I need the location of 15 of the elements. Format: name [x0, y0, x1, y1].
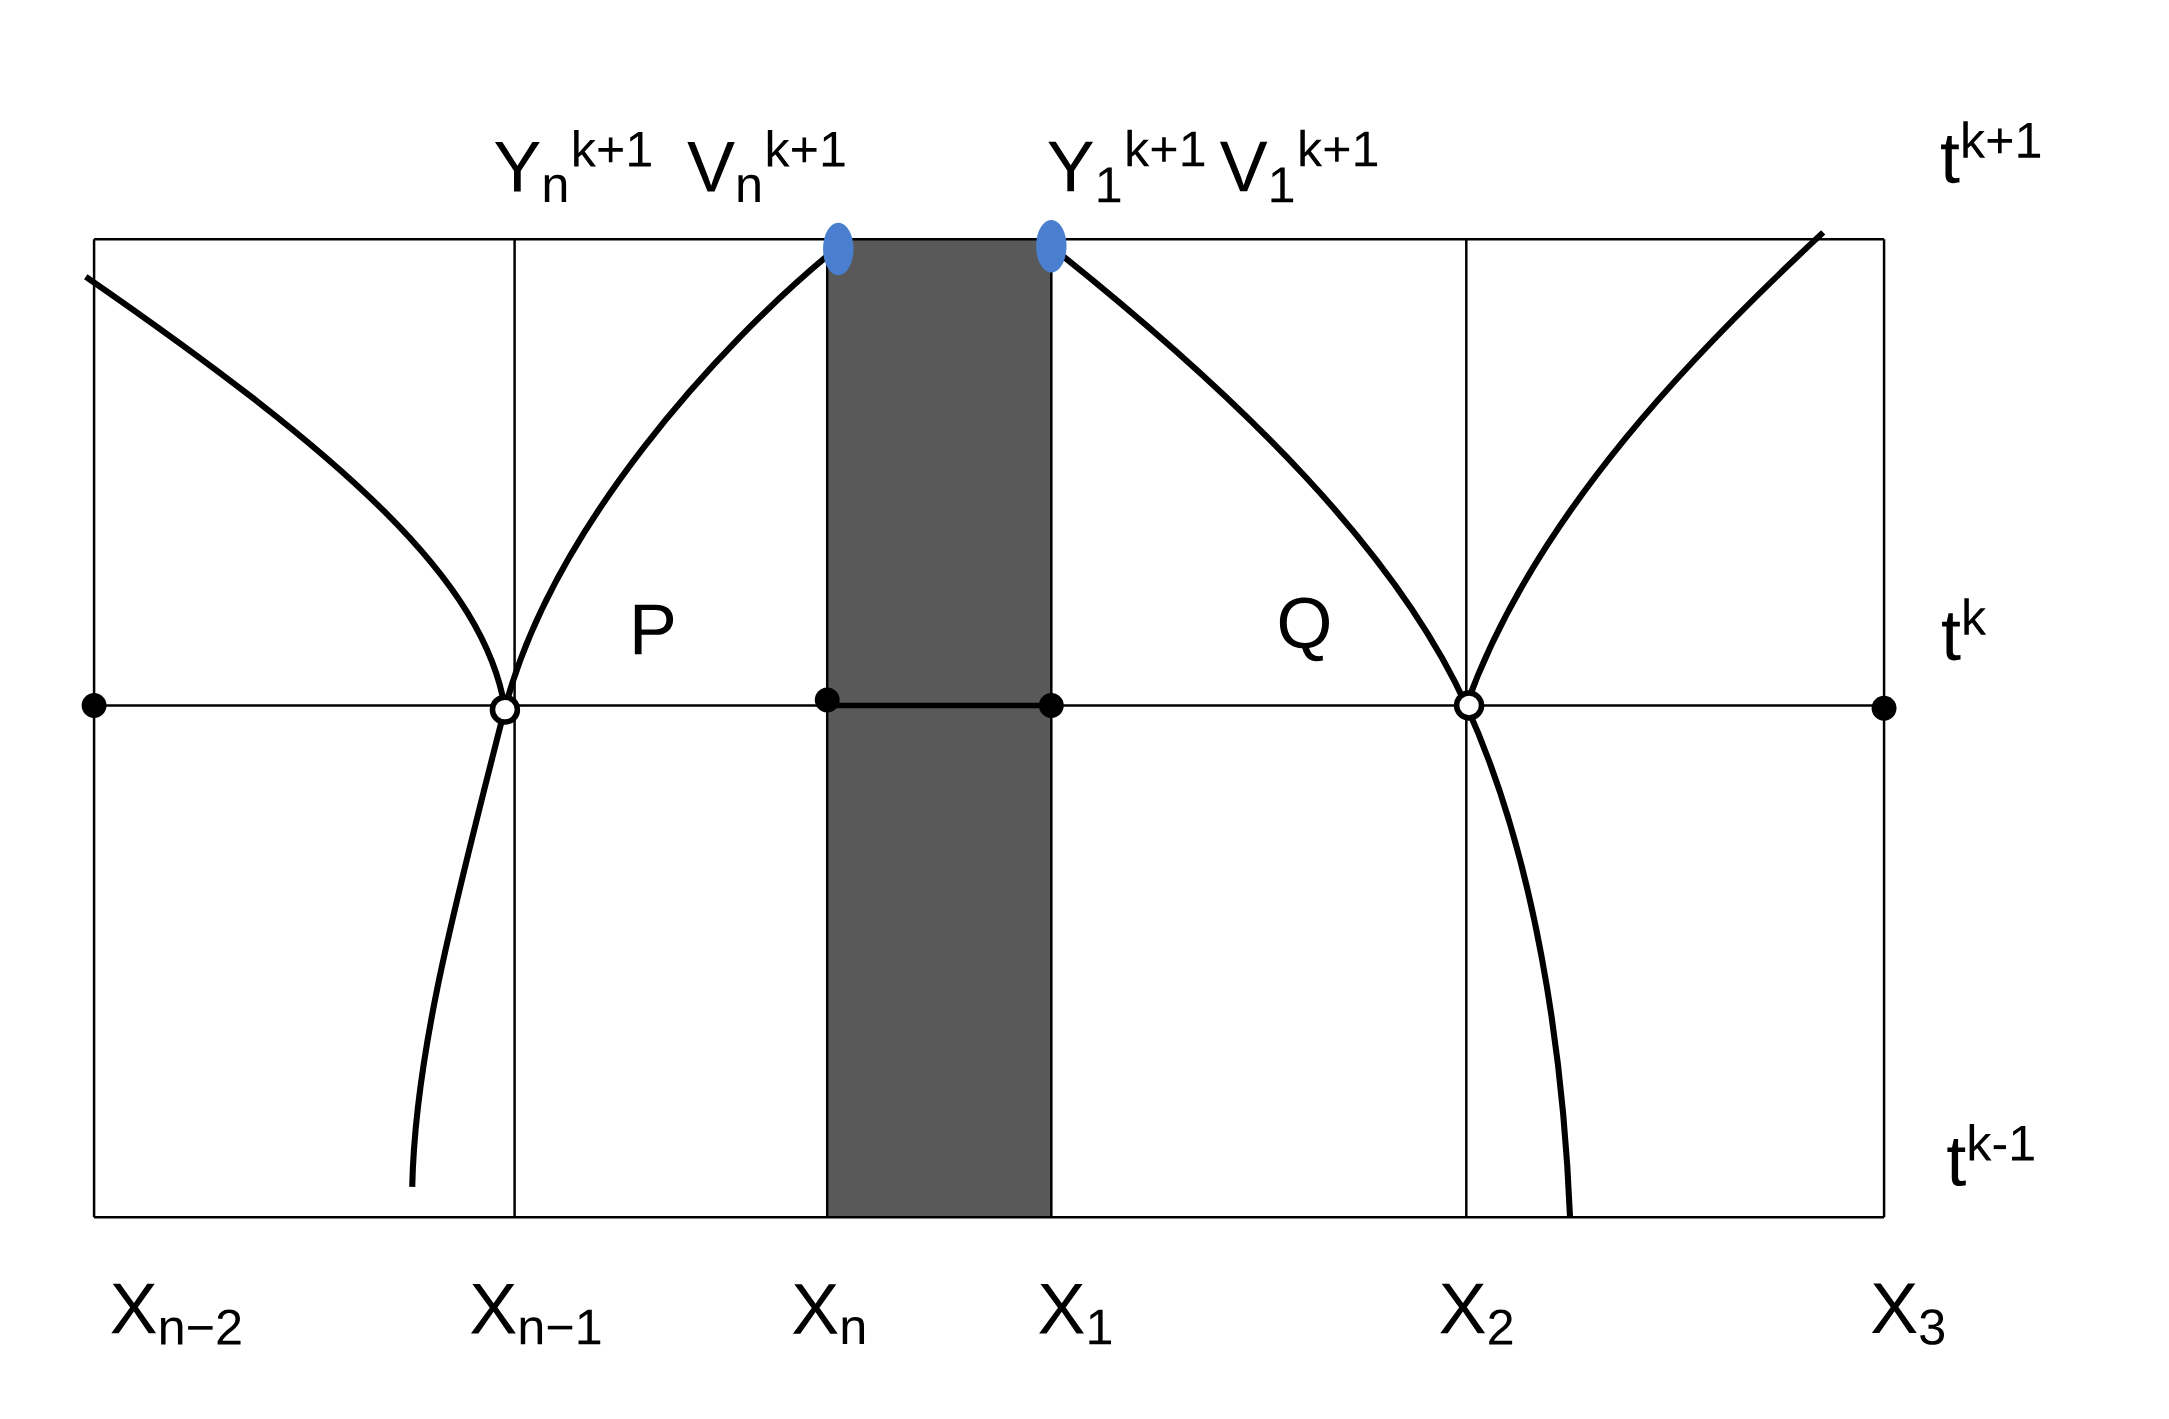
axis-label: X$_{2}$	[1440, 1283, 1513, 1345]
axis-label: t$^{k+1}$	[1941, 121, 2041, 184]
axis-label: X$_{n}$	[792, 1284, 864, 1344]
axis-label: X$_{n−1}$	[470, 1283, 601, 1345]
axis-label: V$_{1}$k+1	[1219, 129, 1378, 203]
axis-label: Y$_{1}$k+1	[1048, 129, 1205, 203]
axis-label: X$_{n−2}$	[111, 1283, 241, 1345]
axis-label: t$^{k}$	[1942, 598, 1987, 661]
axis-label: X$_{1}$	[1039, 1283, 1111, 1345]
axis-label: Q	[1279, 597, 1329, 662]
axis-label: Y$_{n}$k+1	[495, 130, 651, 202]
axis-label: V$_{n}$k+1	[687, 130, 845, 202]
axis-label: X$_{3}$	[1871, 1283, 1945, 1345]
axis-label: P	[634, 604, 674, 655]
axis-label: t$^{k-1}$	[1947, 1123, 2034, 1186]
